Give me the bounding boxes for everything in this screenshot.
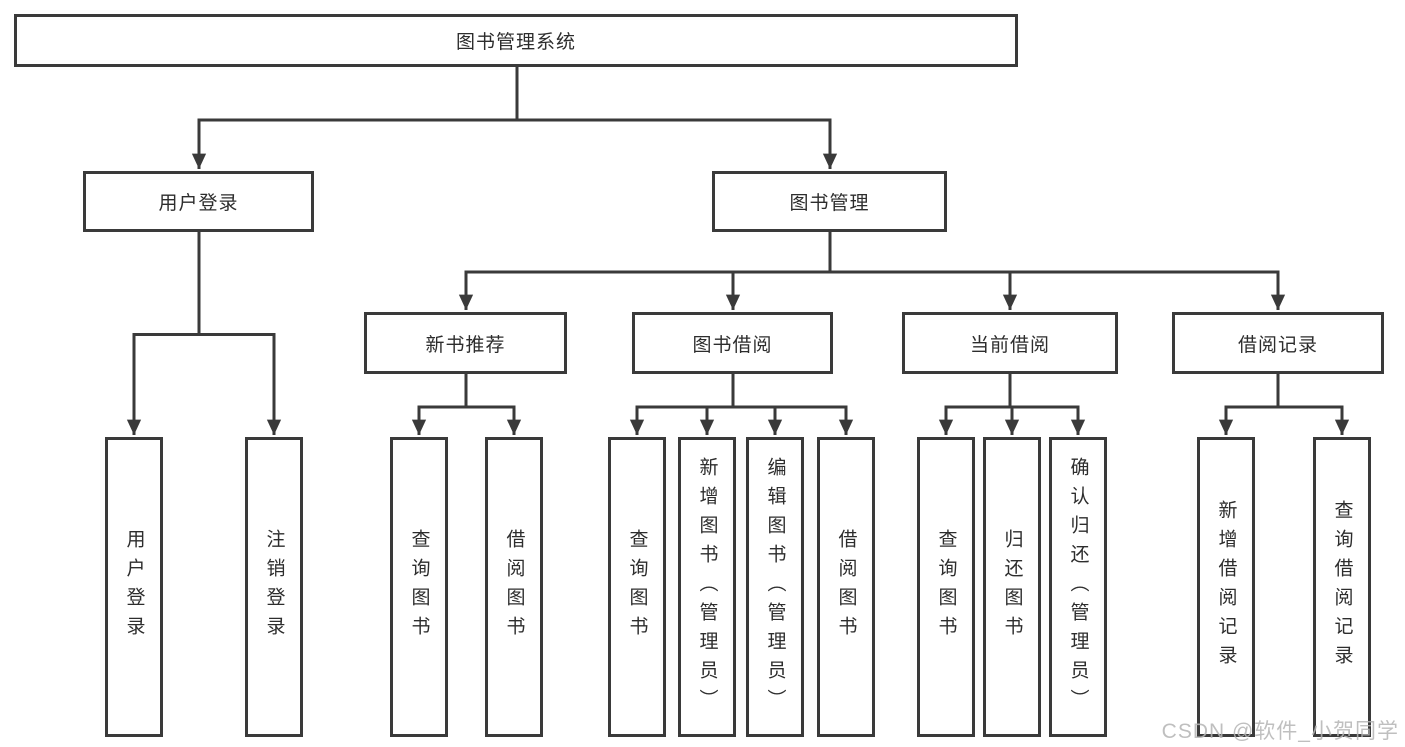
leaf-query-books-borrowing: 查询图书	[608, 437, 666, 737]
node-label: 用户登录	[158, 193, 239, 214]
node-label: 图书管理	[789, 193, 870, 214]
node-new-book-recommend: 新书推荐	[364, 312, 567, 374]
node-root-system: 图书管理系统	[14, 14, 1018, 67]
leaf-borrow-books-recommend: 借阅图书	[485, 437, 543, 737]
node-label: 新增图书（管理员）	[696, 456, 718, 718]
leaf-return-books: 归还图书	[983, 437, 1041, 737]
node-user-login: 用户登录	[83, 171, 314, 232]
node-label: 查询借阅记录	[1331, 500, 1353, 674]
node-label: 用户登录	[123, 529, 145, 645]
node-current-borrowing: 当前借阅	[902, 312, 1118, 374]
node-label: 借阅记录	[1237, 334, 1318, 356]
csdn-watermark: CSDN @软件_小贺同学	[1161, 720, 1399, 743]
node-borrow-records: 借阅记录	[1172, 312, 1384, 374]
leaf-add-borrow-record: 新增借阅记录	[1197, 437, 1255, 737]
leaf-confirm-return-admin: 确认归还（管理员）	[1049, 437, 1107, 737]
node-label: 新增借阅记录	[1215, 500, 1237, 674]
leaf-add-book-admin: 新增图书（管理员）	[678, 437, 736, 737]
node-label: 查询图书	[935, 529, 957, 645]
node-label: 图书借阅	[692, 334, 773, 356]
node-book-management: 图书管理	[712, 171, 947, 232]
node-label: 新书推荐	[425, 334, 506, 356]
node-label: 注销登录	[263, 529, 285, 645]
leaf-query-books-recommend: 查询图书	[390, 437, 448, 737]
leaf-edit-book-admin: 编辑图书（管理员）	[746, 437, 804, 737]
leaf-user-login: 用户登录	[105, 437, 163, 737]
leaf-query-books-current: 查询图书	[917, 437, 975, 737]
node-label: 编辑图书（管理员）	[764, 456, 786, 718]
leaf-logout: 注销登录	[245, 437, 303, 737]
leaf-query-borrow-record: 查询借阅记录	[1313, 437, 1371, 737]
node-label: 当前借阅	[969, 334, 1050, 356]
leaf-borrow-books: 借阅图书	[817, 437, 875, 737]
node-label: 借阅图书	[503, 529, 525, 645]
node-label: 确认归还（管理员）	[1067, 456, 1089, 718]
node-label: 查询图书	[408, 529, 430, 645]
node-label: 图书管理系统	[455, 32, 576, 53]
node-label: 归还图书	[1001, 529, 1023, 645]
node-label: 查询图书	[626, 529, 648, 645]
node-label: 借阅图书	[835, 529, 857, 645]
node-book-borrowing: 图书借阅	[632, 312, 833, 374]
